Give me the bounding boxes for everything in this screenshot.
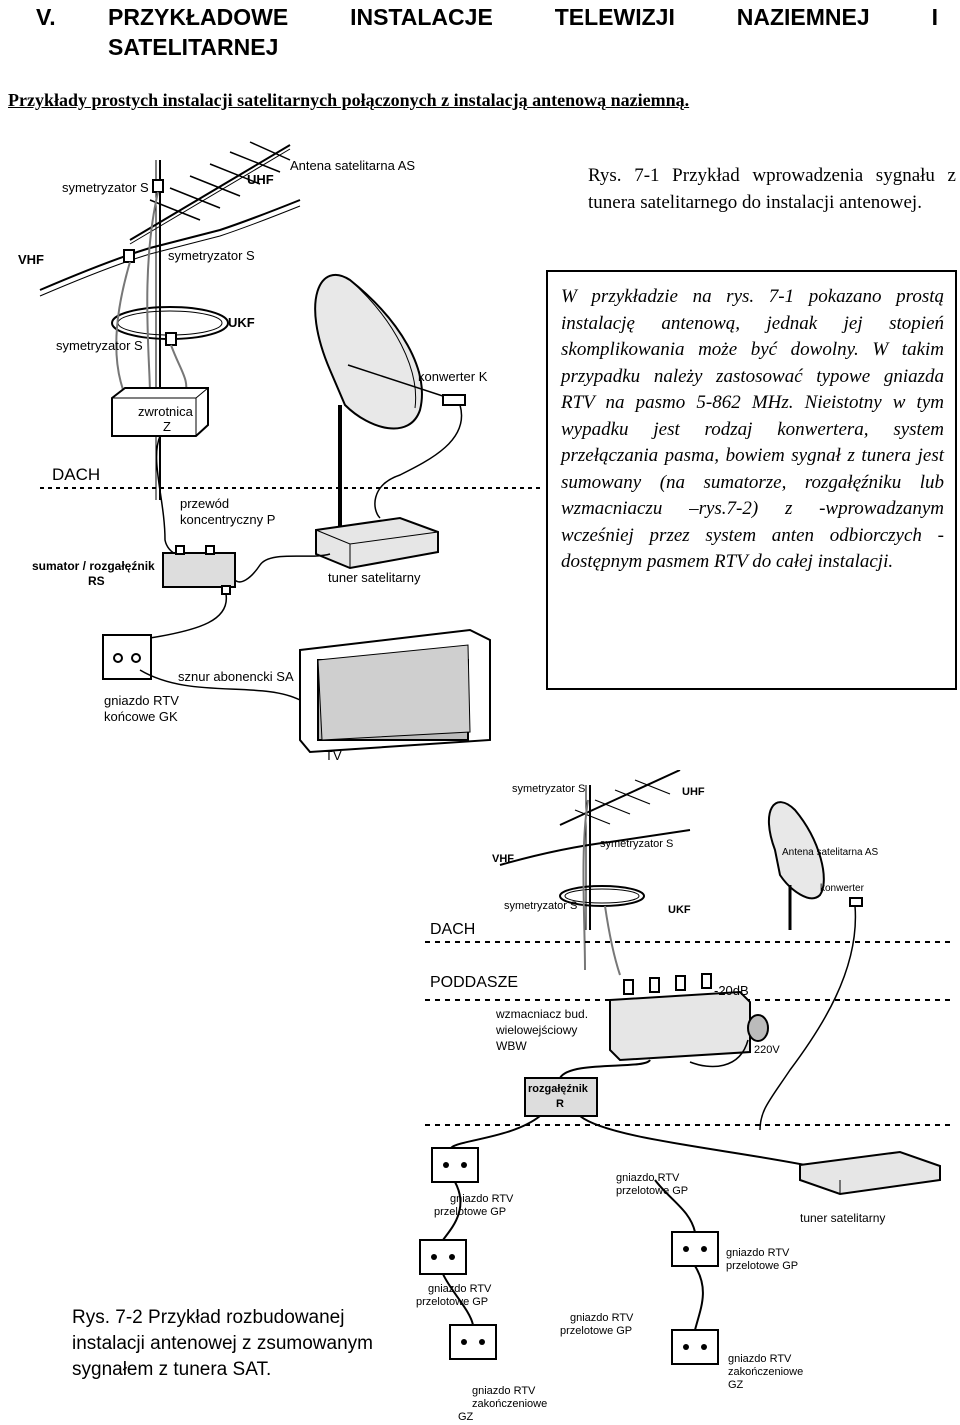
label-dach: DACH	[52, 465, 100, 484]
f2-label-gz-a-1: gniazdo RTV	[728, 1353, 792, 1365]
heading-number: V.	[36, 4, 56, 30]
amplifier-wbw	[609, 990, 751, 1062]
description-box: W przykładzie na rys. 7-1 pokazano prost…	[546, 270, 957, 690]
f2-label-gp-b-1: gniazdo RTV	[450, 1193, 514, 1205]
f2-label-wzm-3: WBW	[496, 1039, 527, 1053]
f2-label-uhf: UHF	[682, 786, 705, 798]
sat-tuner-box	[315, 516, 439, 570]
f2-label-gp-c-1: gniazdo RTV	[726, 1247, 790, 1259]
f2-label-gz-b-3: GZ	[458, 1411, 474, 1423]
label-tv: TV	[325, 748, 342, 763]
label-ukf: UKF	[228, 315, 255, 330]
figure2-diagram: symetryzator S UHF symetryzator S Antena…	[416, 770, 955, 1423]
subtitle: Przykłady prostych instalacji satelitarn…	[8, 90, 690, 110]
f2-label-symetryzator-low: symetryzator S	[504, 900, 577, 912]
label-uhf: UHF	[247, 172, 274, 187]
label-konwerter: konwerter K	[418, 369, 488, 384]
figure1-diagram: symetryzator S UHF Antena satelitarna AS…	[18, 141, 540, 763]
label-przewod-2: koncentryczny P	[180, 512, 275, 527]
page-title-line2: SATELITARNEJ	[108, 34, 279, 60]
f2-label-gp-b-2: przelotowe GP	[434, 1206, 506, 1218]
f2-label-poddasze: PODDASZE	[430, 974, 518, 991]
f2-label-gz-b-2: zakończeniowe	[472, 1398, 547, 1410]
converter-box	[442, 394, 466, 406]
f2-label-gp-d-1: gniazdo RTV	[428, 1283, 492, 1295]
f2-label-tuner: tuner satelitarny	[800, 1211, 885, 1225]
f2-label-antena-sat: Antena satelitarna AS	[782, 847, 879, 858]
figure2-caption: Rys. 7-2 Przykład rozbudowanej instalacj…	[72, 1307, 373, 1380]
f2-label-symetryzator-mid: symetryzator S	[600, 838, 673, 850]
label-przewod-1: przewód	[180, 496, 229, 511]
f2-label-gp-e-2: przelotowe GP	[560, 1325, 632, 1337]
label-gniazdo-1: gniazdo RTV	[104, 693, 179, 708]
label-zwrotnica: zwrotnica	[138, 404, 194, 419]
f2-label-gp-c-2: przelotowe GP	[726, 1260, 798, 1272]
label-gniazdo-2: końcowe GK	[104, 709, 178, 724]
page-title-line1: PRZYKŁADOWE INSTALACJE TELEWIZJI NAZIEMN…	[108, 4, 938, 30]
f2-label-symetryzator-top: symetryzator S	[512, 783, 585, 795]
figure1-caption: Rys. 7-1 Przykład wprowadzenia sygnału z…	[588, 165, 956, 213]
label-sumator-1: sumator / rozgałęźnik	[32, 559, 155, 573]
f2-label-rozg-1: rozgałęźnik	[528, 1083, 589, 1095]
f2-label-gp-a-1: gniazdo RTV	[616, 1172, 680, 1184]
f2-label-gz-a-2: zakończeniowe	[728, 1366, 803, 1378]
f2-label-gp-e-1: gniazdo RTV	[570, 1312, 634, 1324]
label-symetryzator-top: symetryzator S	[62, 180, 149, 195]
description-text: W przykładzie na rys. 7-1 pokazano prost…	[561, 286, 944, 572]
label-symetryzator-mid: symetryzator S	[168, 248, 255, 263]
label-sumator-2: RS	[88, 574, 105, 588]
label-tuner: tuner satelitarny	[328, 570, 421, 585]
f2-label-konwerter: konwerter	[820, 883, 865, 894]
f2-label-wzm-2: wielowejściowy	[495, 1023, 577, 1037]
f2-label-gz-b-1: gniazdo RTV	[472, 1385, 536, 1397]
label-antena-sat: Antena satelitarna AS	[290, 158, 415, 173]
sumator-box	[162, 552, 236, 588]
f2-label-gp-a-2: przelotowe GP	[616, 1185, 688, 1197]
f2-label-220v: 220V	[754, 1044, 780, 1056]
f2-label-minus20: -20dB	[714, 983, 749, 998]
f2-label-wzm-1: wzmacniacz bud.	[495, 1007, 588, 1021]
f2-label-dach: DACH	[430, 921, 475, 938]
label-zwrotnica-z: Z	[163, 419, 171, 434]
f2-label-ukf: UKF	[668, 904, 691, 916]
splitter-r	[524, 1077, 598, 1117]
satellite-dish	[314, 273, 423, 430]
f2-label-gp-d-2: przelotowe GP	[416, 1296, 488, 1308]
f2-label-rozg-2: R	[556, 1098, 564, 1110]
label-symetryzator-left: symetryzator S	[56, 338, 143, 353]
f2-label-gz-a-3: GZ	[728, 1379, 744, 1391]
label-sznur: sznur abonencki SA	[178, 669, 294, 684]
label-vhf: VHF	[18, 252, 44, 267]
f2-label-vhf: VHF	[492, 853, 514, 865]
